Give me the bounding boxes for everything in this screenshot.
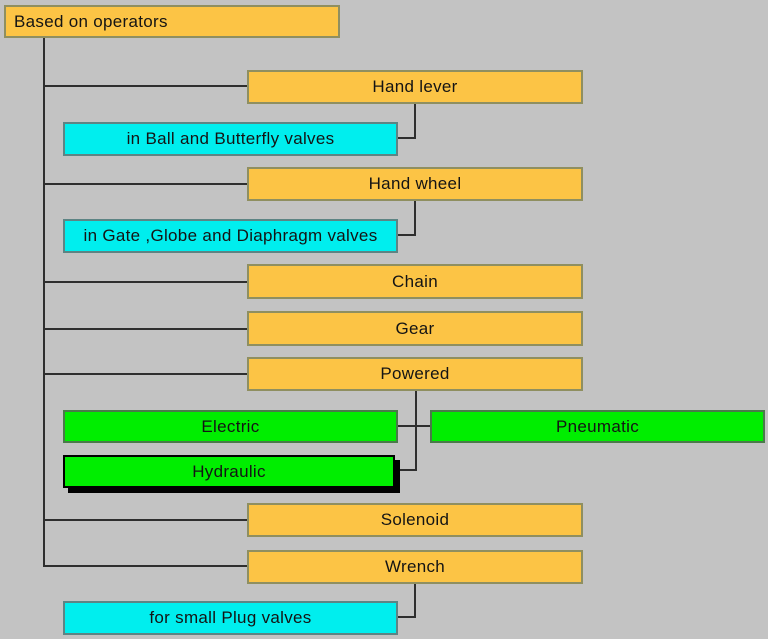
node-hydraulic[interactable]: Hydraulic (63, 455, 395, 488)
node-chain[interactable]: Chain (247, 264, 583, 299)
node-powered-label: Powered (380, 364, 450, 383)
connector-hand-lever-note-v (414, 104, 416, 139)
node-pneumatic-label: Pneumatic (555, 416, 640, 436)
connector-branch-powered (43, 373, 247, 375)
node-chain-label: Chain (392, 271, 438, 291)
node-gate-globe-note[interactable]: in Gate ,Globe and Diaphragm valves (63, 219, 398, 253)
connector-branch-hand-lever (43, 85, 247, 87)
node-gear[interactable]: Gear (247, 311, 583, 346)
connector-hand-wheel-note-h (398, 234, 416, 236)
node-gear-label: Gear (395, 318, 435, 338)
node-hand-wheel-label: Hand wheel (368, 174, 462, 193)
connector-branch-wrench (43, 565, 247, 567)
connector-hand-lever-note-h (398, 137, 416, 139)
node-based-on-operators-label: Based on operators (14, 11, 168, 31)
connector-electric-pneumatic-h (398, 425, 430, 427)
node-wrench-label: Wrench (384, 557, 446, 576)
node-hand-wheel[interactable]: Hand wheel (247, 167, 583, 201)
connector-branch-solenoid (43, 519, 247, 521)
node-solenoid[interactable]: Solenoid (247, 503, 583, 537)
node-based-on-operators[interactable]: Based on operators (4, 5, 340, 38)
node-small-plug-note[interactable]: for small Plug valves (63, 601, 398, 635)
node-hydraulic-label: Hydraulic (192, 461, 266, 481)
node-hand-lever-label: Hand lever (372, 77, 458, 96)
node-pneumatic[interactable]: Pneumatic (430, 410, 765, 443)
connector-branch-hand-wheel (43, 183, 247, 185)
connector-trunk (43, 38, 45, 567)
node-solenoid-label: Solenoid (380, 510, 450, 529)
node-small-plug-note-label: for small Plug valves (149, 608, 312, 627)
connector-powered-sub-v (415, 391, 417, 471)
node-hand-lever[interactable]: Hand lever (247, 70, 583, 104)
node-ball-butterfly-note[interactable]: in Ball and Butterfly valves (63, 122, 398, 156)
node-wrench[interactable]: Wrench (247, 550, 583, 584)
connector-wrench-note-h (398, 616, 416, 618)
node-powered[interactable]: Powered (247, 357, 583, 391)
node-ball-butterfly-note-label: in Ball and Butterfly valves (126, 129, 335, 148)
connector-branch-gear (43, 328, 247, 330)
connector-hand-wheel-note-v (414, 201, 416, 236)
connector-hydraulic-h (400, 469, 417, 471)
connector-branch-chain (43, 281, 247, 283)
node-gate-globe-note-label: in Gate ,Globe and Diaphragm valves (83, 226, 378, 245)
connector-wrench-note-v (414, 584, 416, 618)
node-electric-label: Electric (201, 416, 260, 436)
node-electric[interactable]: Electric (63, 410, 398, 443)
